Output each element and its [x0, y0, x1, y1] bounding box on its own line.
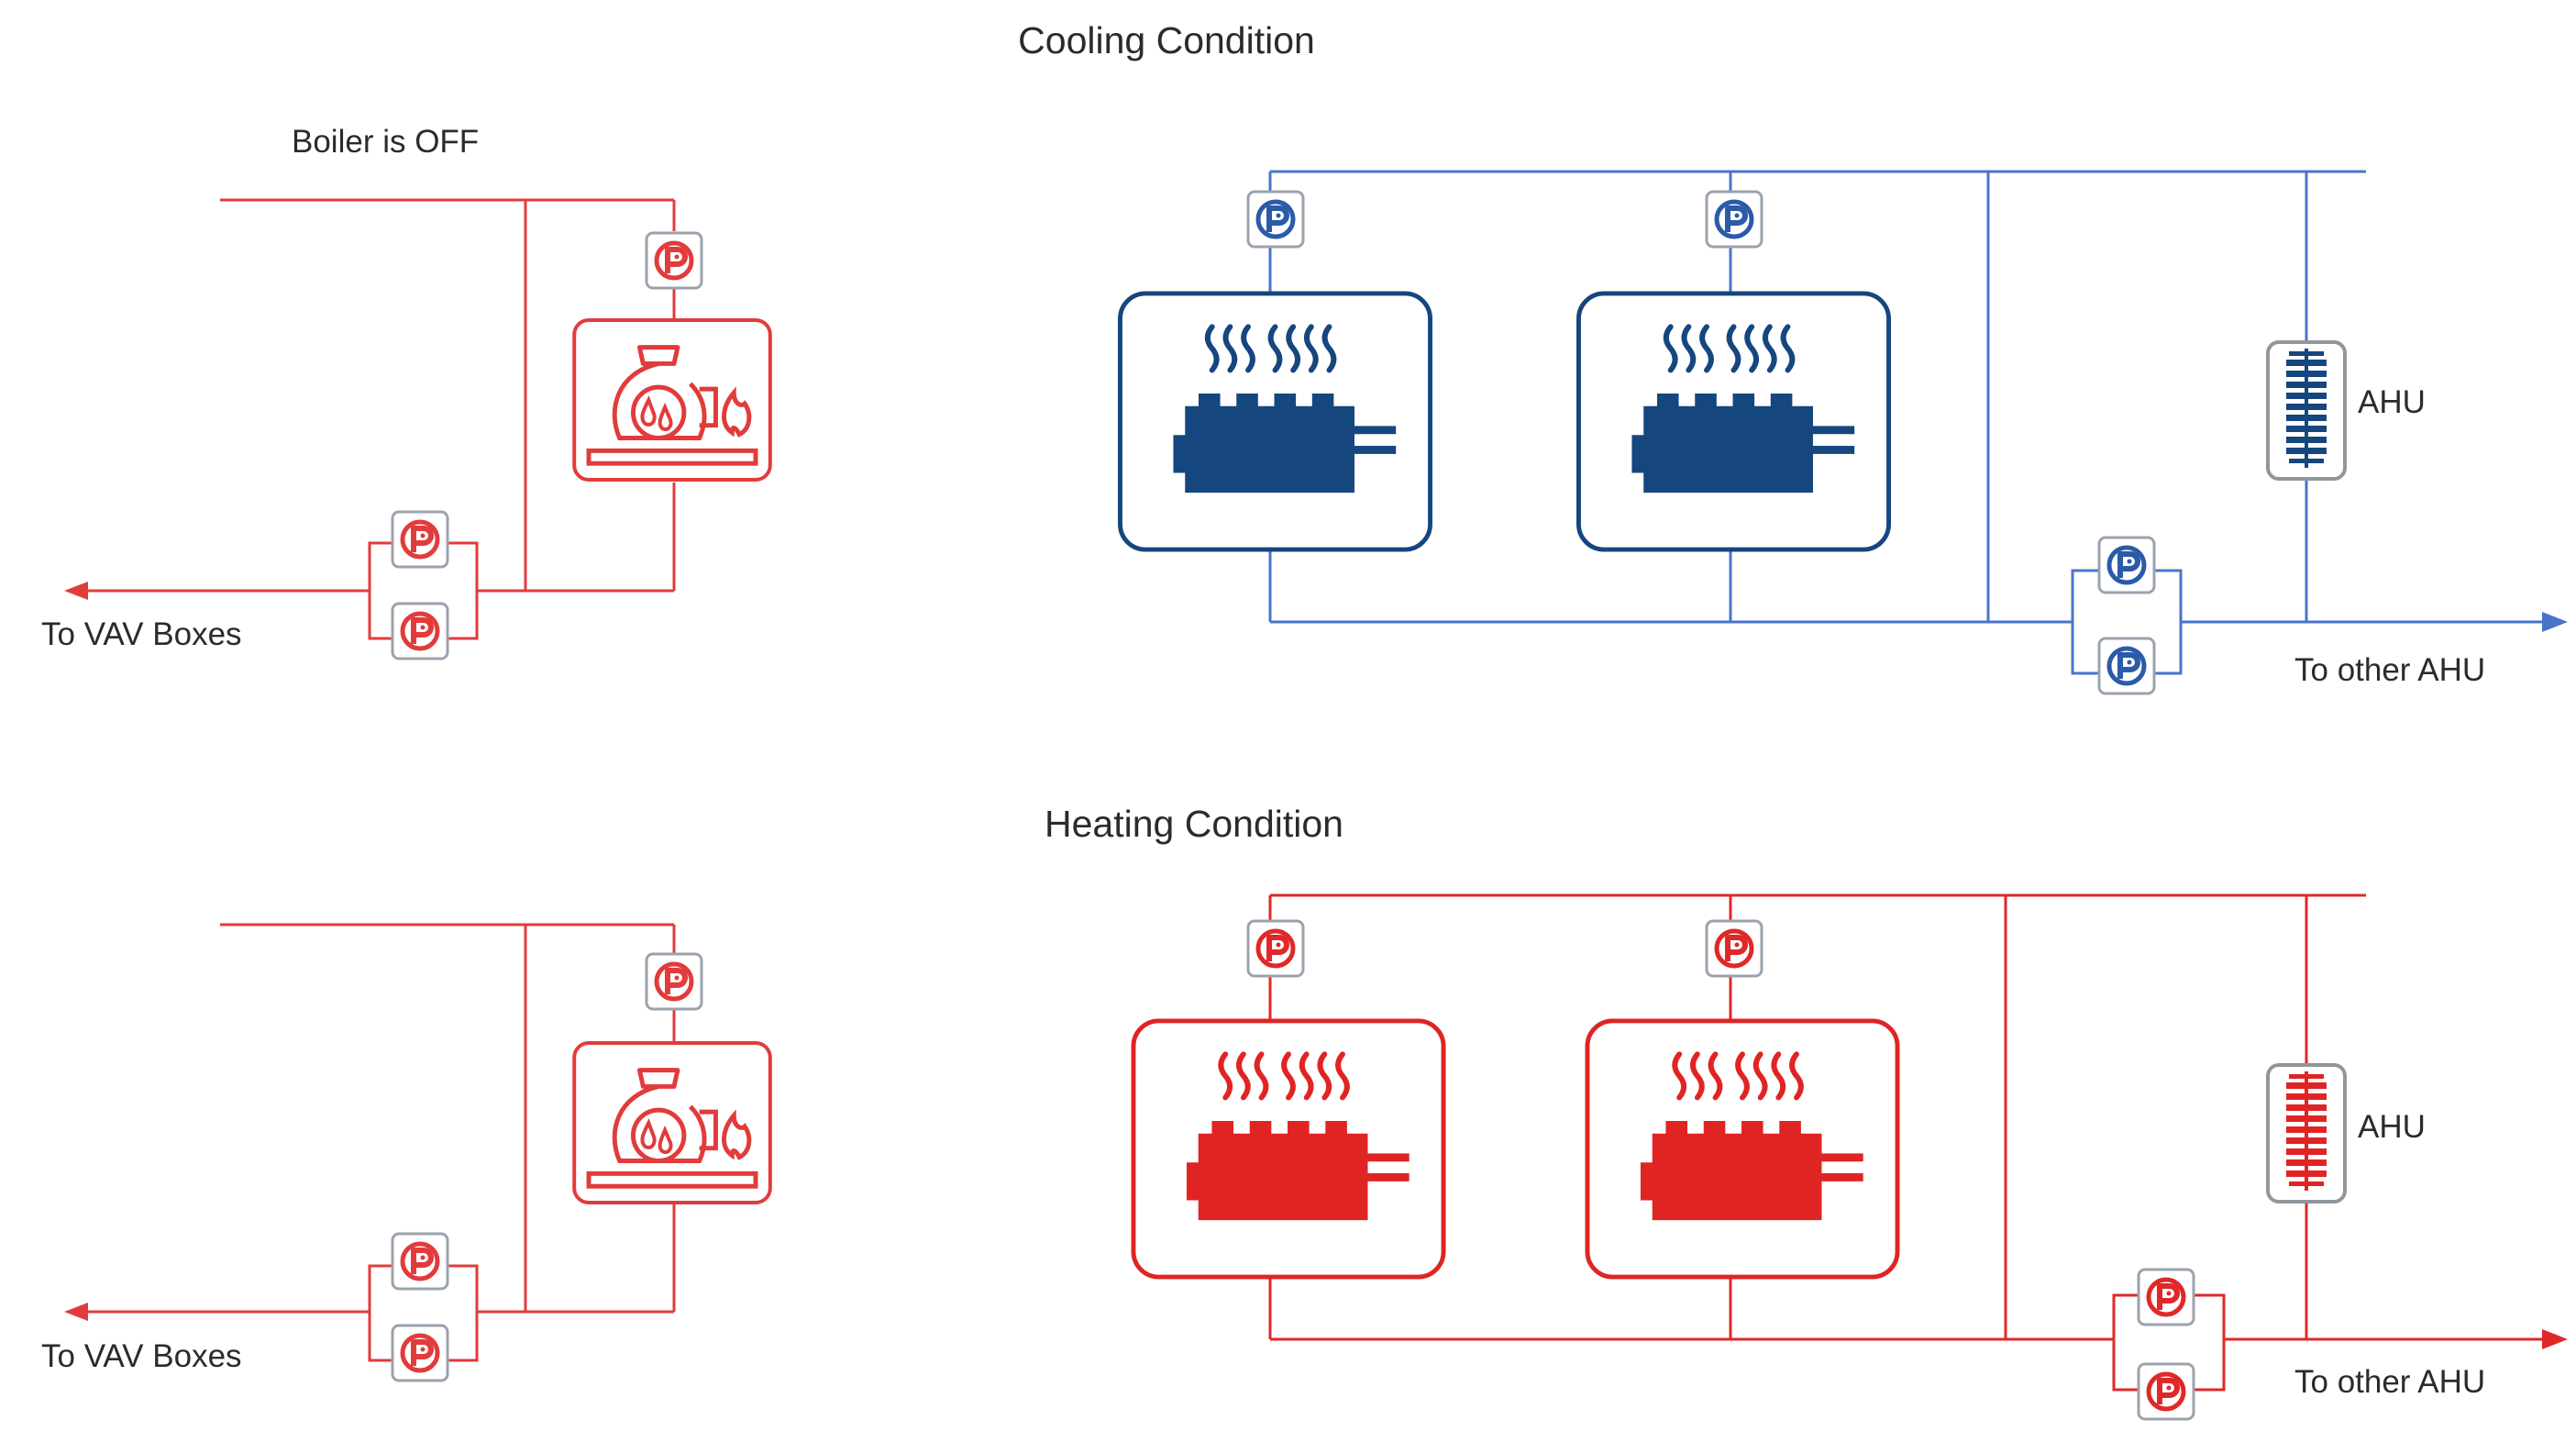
pump-icon	[647, 954, 702, 1009]
other-ahu-label: To other AHU	[2294, 1364, 2485, 1400]
pump-icon	[2099, 538, 2154, 593]
pump-icon	[1707, 921, 1762, 976]
flow-arrow-icon	[2542, 612, 2568, 632]
pump-icon	[2099, 638, 2154, 693]
ahu-label: AHU	[2358, 384, 2426, 420]
flow-arrow-icon	[2542, 1329, 2568, 1349]
flow-arrow-icon	[64, 1303, 88, 1321]
vav-boxes-label: To VAV Boxes	[41, 1338, 242, 1374]
boiler-status-label: Boiler is OFF	[292, 124, 479, 160]
cooling-chiller-loop	[1268, 170, 2545, 675]
vav-boxes-label: To VAV Boxes	[41, 616, 242, 652]
pump-icon	[392, 512, 448, 567]
cooling-boiler-loop	[80, 198, 676, 640]
pump-icon	[392, 1234, 448, 1289]
pump-icon	[392, 604, 448, 659]
boiler-icon	[574, 1043, 770, 1203]
pump-icon	[2139, 1364, 2194, 1419]
heating-condition-title: Heating Condition	[1045, 803, 1343, 845]
boiler-icon	[574, 320, 770, 480]
flow-arrow-icon	[64, 582, 88, 600]
ahu-coil-icon	[2266, 1063, 2347, 1204]
ahu-label: AHU	[2358, 1109, 2426, 1145]
chiller-icon	[1120, 294, 1430, 549]
ahu-coil-icon	[2266, 340, 2347, 481]
pump-icon	[1248, 192, 1303, 247]
other-ahu-label: To other AHU	[2294, 652, 2485, 688]
pump-icon	[392, 1326, 448, 1381]
pump-icon	[1248, 921, 1303, 976]
pump-icon	[1707, 192, 1762, 247]
chiller-icon	[1578, 294, 1888, 549]
cooling-condition-title: Cooling Condition	[1018, 19, 1315, 61]
heating-chiller-loop	[1268, 893, 2545, 1392]
chiller-icon	[1133, 1021, 1443, 1277]
chiller-icon	[1587, 1021, 1897, 1277]
pump-icon	[2139, 1270, 2194, 1325]
pump-icon	[647, 233, 702, 288]
